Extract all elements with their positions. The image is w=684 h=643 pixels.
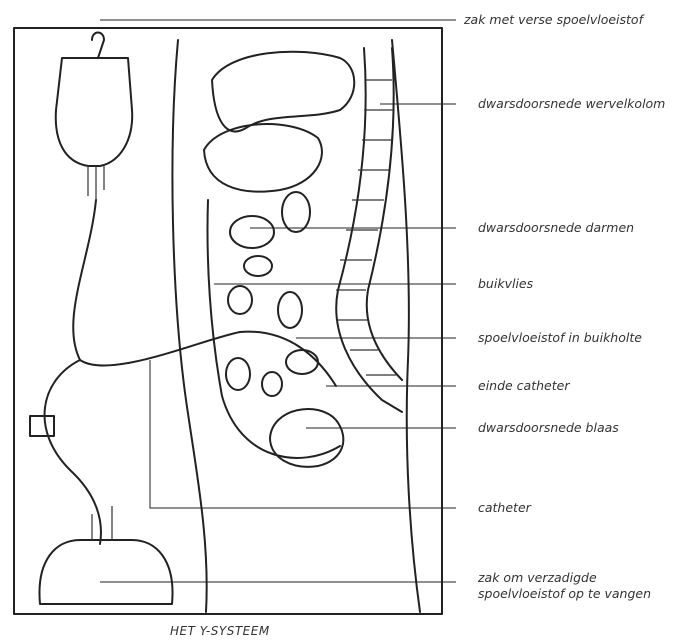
stomach [212, 52, 354, 132]
drain-bag-ports [92, 506, 112, 540]
label-peritoneum: buikvlies [478, 276, 533, 291]
spine [336, 48, 402, 412]
label-catheter: catheter [478, 500, 531, 515]
bag-hook [92, 33, 104, 59]
back-outline [392, 40, 420, 612]
diagram-caption: HET Y-SYSTEEM [170, 624, 270, 638]
label-catheter-end: einde catheter [478, 378, 569, 393]
drain-bag [39, 540, 172, 604]
label-intestine-cross-section: dwarsdoorsnede darmen [478, 220, 634, 235]
diagram-frame [14, 28, 442, 614]
fresh-fluid-bag [56, 58, 132, 166]
label-bladder-cross-section: dwarsdoorsnede blaas [478, 420, 619, 435]
body-outline [172, 40, 206, 612]
intestines [208, 192, 340, 458]
liver [204, 124, 322, 192]
bag-ports [88, 166, 104, 200]
label-drain-bag: zak om verzadigde spoelvloeistof op te v… [478, 570, 668, 601]
tube-clamp [30, 416, 54, 436]
label-fresh-fluid-bag: zak met verse spoelvloeistof [464, 12, 643, 27]
leader-lines [100, 20, 456, 582]
label-fluid-in-abdomen: spoelvloeistof in buikholte [478, 330, 642, 345]
label-spine-cross-section: dwarsdoorsnede wervelkolom [478, 96, 665, 111]
